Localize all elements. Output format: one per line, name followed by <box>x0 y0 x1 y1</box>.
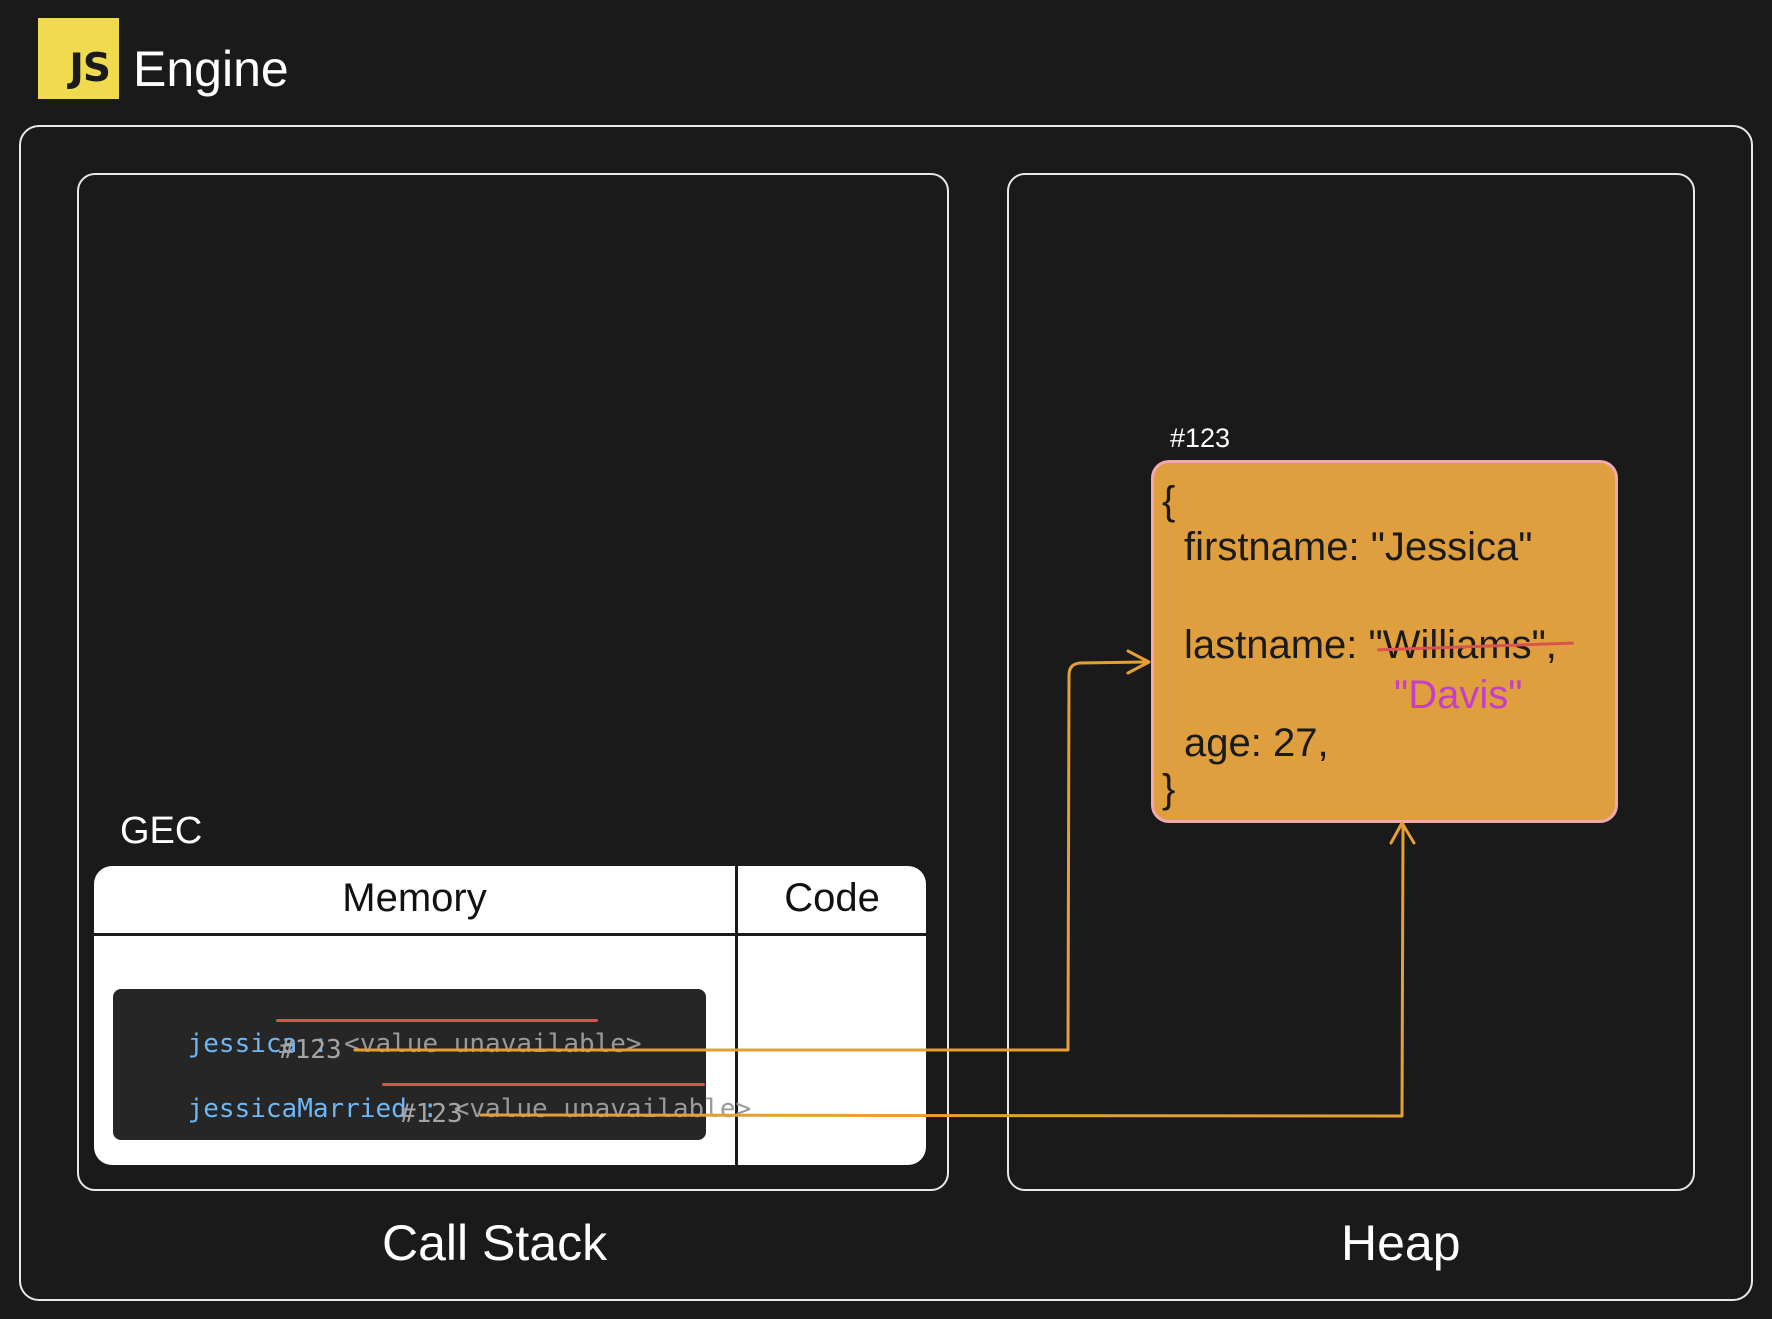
old-value: <value unavailable> <box>344 1029 642 1059</box>
code-header: Code <box>784 876 880 920</box>
gec-header-divider <box>94 933 926 936</box>
reference-address: #123 <box>279 1035 342 1065</box>
variable-name: jessicaMarried <box>187 1094 407 1124</box>
lastname-key: lastname: <box>1184 623 1369 667</box>
jessica-reference-arrow <box>353 660 1150 1052</box>
memory-row: jessicaMarried : <value unavailable> <box>125 1070 752 1148</box>
arrowhead <box>1126 649 1151 675</box>
call-stack-container <box>77 173 949 1191</box>
heap-label: Heap <box>1341 1215 1461 1271</box>
separator: : <box>406 1094 454 1124</box>
memory-row: jessica : <value unavailable> <box>125 1005 642 1083</box>
strikethrough-line <box>382 1083 705 1086</box>
gec-label: GEC <box>120 810 203 852</box>
separator: : <box>297 1029 345 1059</box>
old-value: <value unavailable> <box>453 1094 752 1124</box>
object-address-label: #123 <box>1170 423 1231 453</box>
lastname-new-value: "Davis" <box>1394 673 1523 717</box>
strikethrough-line <box>276 1019 598 1022</box>
engine-title: Engine <box>133 41 289 97</box>
gec-column-divider <box>735 866 738 1165</box>
arrowhead <box>1389 821 1416 845</box>
engine-container <box>19 125 1753 1301</box>
open-brace: { <box>1162 479 1176 523</box>
jessica-married-reference-arrow <box>479 822 1405 1118</box>
js-logo: JS <box>38 18 119 99</box>
firstname-property: firstname: "Jessica" <box>1184 525 1533 569</box>
memory-header: Memory <box>342 876 487 920</box>
age-property: age: 27, <box>1184 721 1329 765</box>
heap-container <box>1007 173 1695 1191</box>
variable-name: jessica <box>187 1029 298 1059</box>
call-stack-label: Call Stack <box>382 1215 608 1271</box>
close-brace: } <box>1162 767 1176 811</box>
heap-object: { firstname: "Jessica" lastname: "Willia… <box>1151 460 1618 823</box>
reference-address: #123 <box>400 1099 463 1129</box>
